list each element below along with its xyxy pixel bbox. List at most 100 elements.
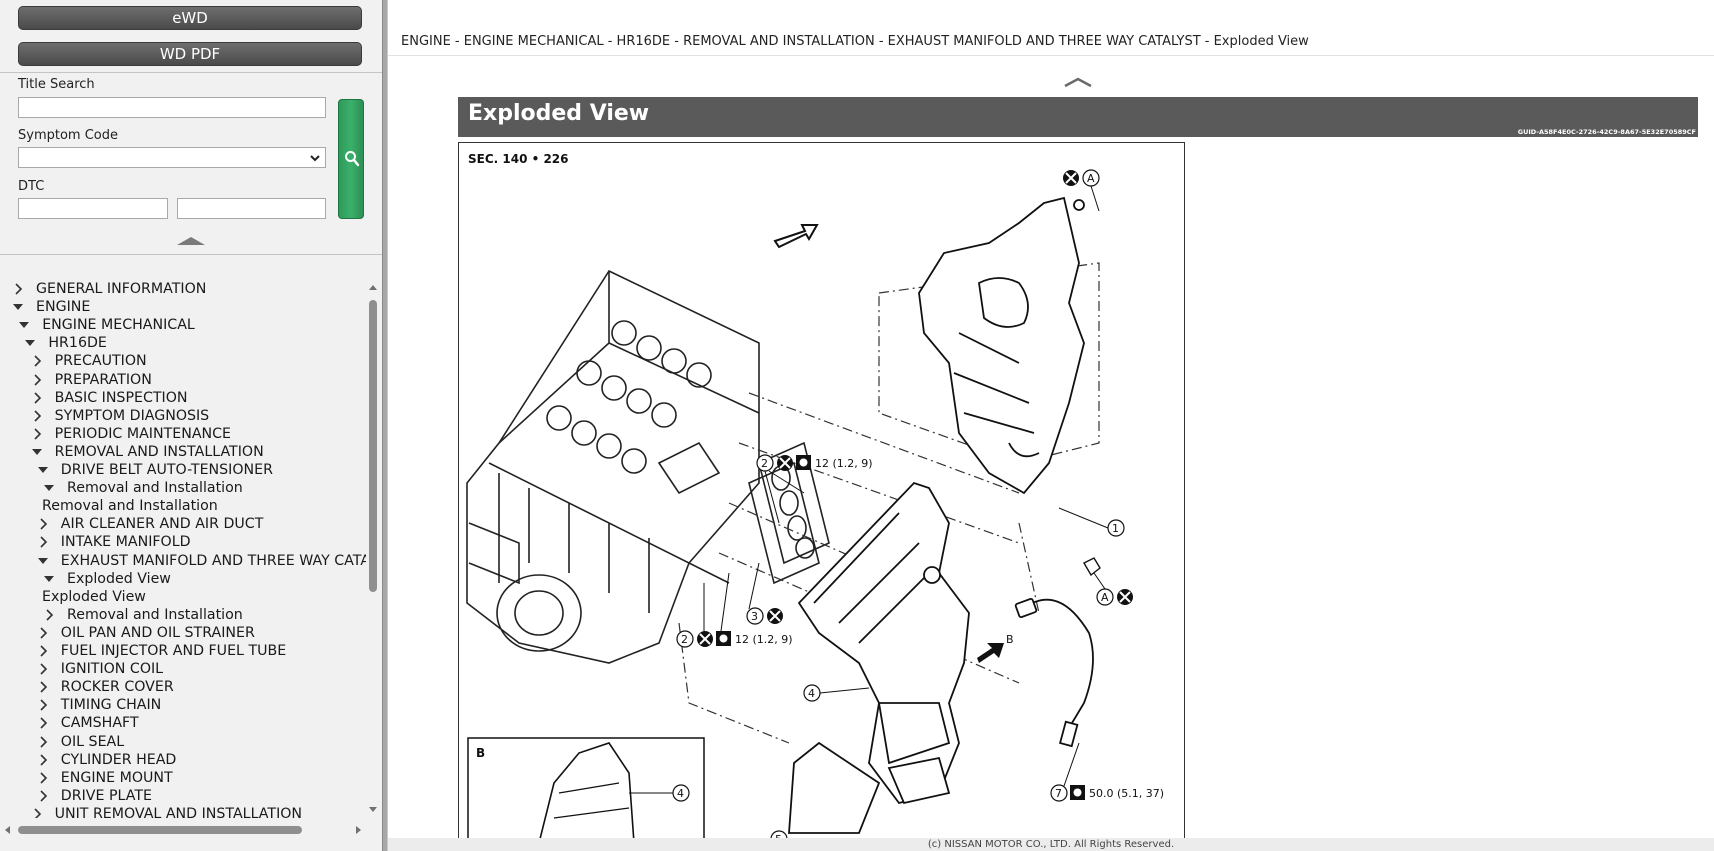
chevron-right-icon[interactable] — [36, 678, 50, 696]
section-code-label: SEC. 140 • 226 — [468, 152, 569, 166]
ewd-button[interactable]: eWD — [18, 6, 362, 30]
tree-vertical-scrollbar[interactable] — [366, 278, 380, 818]
wd-pdf-button[interactable]: WD PDF — [18, 42, 362, 66]
header-separator — [388, 55, 1714, 56]
tree-item-label: PERIODIC MAINTENANCE — [54, 425, 232, 442]
caret-down-icon[interactable] — [17, 316, 31, 334]
footer-copyright: (c) NISSAN MOTOR CO., LTD. All Rights Re… — [388, 838, 1714, 851]
sidebar-divider-line — [0, 254, 382, 255]
chevron-right-icon[interactable] — [36, 769, 50, 787]
svg-text:1: 1 — [1112, 522, 1119, 535]
exhaust-manifold-drawing — [788, 481, 970, 834]
caret-down-icon[interactable] — [11, 298, 25, 316]
title-search-input[interactable] — [18, 97, 326, 118]
chevron-right-icon[interactable] — [42, 606, 56, 624]
tree-item-label: DRIVE PLATE — [60, 787, 152, 804]
tree-item-label: OIL SEAL — [60, 733, 125, 750]
chevron-right-icon[interactable] — [30, 425, 44, 443]
callout-2-upper: 2 12 (1.2, 9) — [756, 454, 873, 472]
chevron-right-icon[interactable] — [30, 352, 44, 370]
sidebar-divider-line — [0, 72, 382, 73]
dtc-label: DTC — [18, 179, 45, 194]
chevron-right-icon[interactable] — [36, 624, 50, 642]
chevron-right-icon[interactable] — [36, 696, 50, 714]
exploded-view-drawing: SEC. 140 • 226 — [466, 152, 1164, 841]
svg-text:4: 4 — [808, 687, 815, 700]
caret-down-icon[interactable] — [42, 570, 56, 588]
air-fuel-ratio-sensor-drawing — [1014, 598, 1094, 748]
main-content: ENGINE - ENGINE MECHANICAL - HR16DE - RE… — [388, 0, 1714, 851]
tree-item-label: Removal and Installation — [67, 606, 243, 623]
document-guid: GUID-A58F4E0C-2726-42C9-8A67-5E32E70589C… — [1517, 128, 1696, 136]
chevron-down-icon — [310, 155, 320, 162]
chevron-right-icon[interactable] — [36, 733, 50, 751]
caret-down-icon[interactable] — [36, 552, 50, 570]
tree-item-label: ENGINE — [36, 299, 91, 316]
tree-horizontal-scroll-thumb[interactable] — [18, 826, 302, 834]
tree-item-label: ROCKER COVER — [60, 679, 174, 696]
scroll-right-arrow-icon[interactable] — [352, 822, 364, 838]
tree-item-label: EXHAUST MANIFOLD AND THREE WAY CATA — [60, 552, 366, 569]
chevron-right-icon[interactable] — [36, 660, 50, 678]
chevron-right-icon[interactable] — [36, 751, 50, 769]
svg-text:7: 7 — [1055, 787, 1062, 800]
svg-text:12 (1.2, 9): 12 (1.2, 9) — [735, 633, 793, 646]
svg-text:50.0 (5.1, 37): 50.0 (5.1, 37) — [1089, 787, 1164, 800]
caret-down-icon[interactable] — [30, 443, 44, 461]
tree-item-label: PREPARATION — [54, 371, 152, 388]
symptom-code-select[interactable] — [18, 147, 326, 168]
chevron-right-icon[interactable] — [36, 714, 50, 732]
callout-3: 3 — [746, 607, 783, 625]
svg-text:12 (1.2, 9): 12 (1.2, 9) — [815, 457, 873, 470]
front-arrow-icon — [773, 224, 819, 249]
collapse-up-icon[interactable] — [1063, 76, 1093, 88]
dtc-input-primary[interactable] — [18, 198, 168, 219]
callout-1: 1 — [1107, 519, 1125, 537]
section-header: Exploded View GUID-A58F4E0C-2726-42C9-8A… — [458, 97, 1698, 137]
svg-text:4: 4 — [677, 787, 684, 800]
leader-line — [764, 470, 805, 524]
do-not-reuse-icon — [1117, 589, 1133, 605]
chevron-right-icon[interactable] — [30, 805, 44, 818]
tree-item-label: CAMSHAFT — [60, 715, 139, 732]
chevron-right-icon[interactable] — [11, 280, 25, 298]
collapse-up-icon[interactable] — [176, 235, 206, 247]
chevron-right-icon[interactable] — [36, 515, 50, 533]
chevron-right-icon[interactable] — [36, 533, 50, 551]
leader-line — [1090, 185, 1100, 212]
svg-text:A: A — [1087, 172, 1095, 185]
tree-item-label: INTAKE MANIFOLD — [60, 534, 191, 551]
chevron-right-icon[interactable] — [30, 407, 44, 425]
tree-item-label: BASIC INSPECTION — [54, 389, 188, 406]
svg-text:2: 2 — [761, 457, 768, 470]
tree-horizontal-scrollbar[interactable] — [0, 822, 366, 838]
caret-down-icon[interactable] — [36, 461, 50, 479]
svg-text:A: A — [1101, 591, 1109, 604]
chevron-right-icon[interactable] — [36, 787, 50, 805]
tree-item-label: CYLINDER HEAD — [60, 751, 177, 768]
heat-insulator-drawing — [918, 196, 1085, 495]
tree-scroll-thumb[interactable] — [369, 300, 377, 592]
tree-item-label: ENGINE MOUNT — [60, 769, 173, 786]
caret-down-icon[interactable] — [23, 334, 37, 352]
scroll-left-arrow-icon[interactable] — [2, 822, 14, 838]
chevron-right-icon[interactable] — [30, 371, 44, 389]
callout-2-lower: 2 12 (1.2, 9) — [676, 630, 793, 648]
search-icon — [345, 151, 360, 167]
scroll-down-arrow-icon[interactable] — [366, 804, 380, 816]
tree-item-label: PRECAUTION — [54, 353, 147, 370]
callout-a-upper: A — [1082, 169, 1100, 187]
leader-line — [1058, 507, 1109, 529]
chevron-right-icon[interactable] — [30, 389, 44, 407]
caret-down-icon[interactable] — [42, 479, 56, 497]
view-b-label: B — [1006, 633, 1014, 646]
sidebar-resize-handle[interactable] — [382, 0, 388, 851]
search-button[interactable] — [338, 99, 364, 219]
tree-item-label: HR16DE — [48, 335, 107, 352]
tree-item-label: REMOVAL AND INSTALLATION — [54, 443, 264, 460]
chevron-right-icon[interactable] — [36, 642, 50, 660]
scroll-up-arrow-icon[interactable] — [366, 282, 380, 294]
dtc-input-secondary[interactable] — [177, 198, 326, 219]
